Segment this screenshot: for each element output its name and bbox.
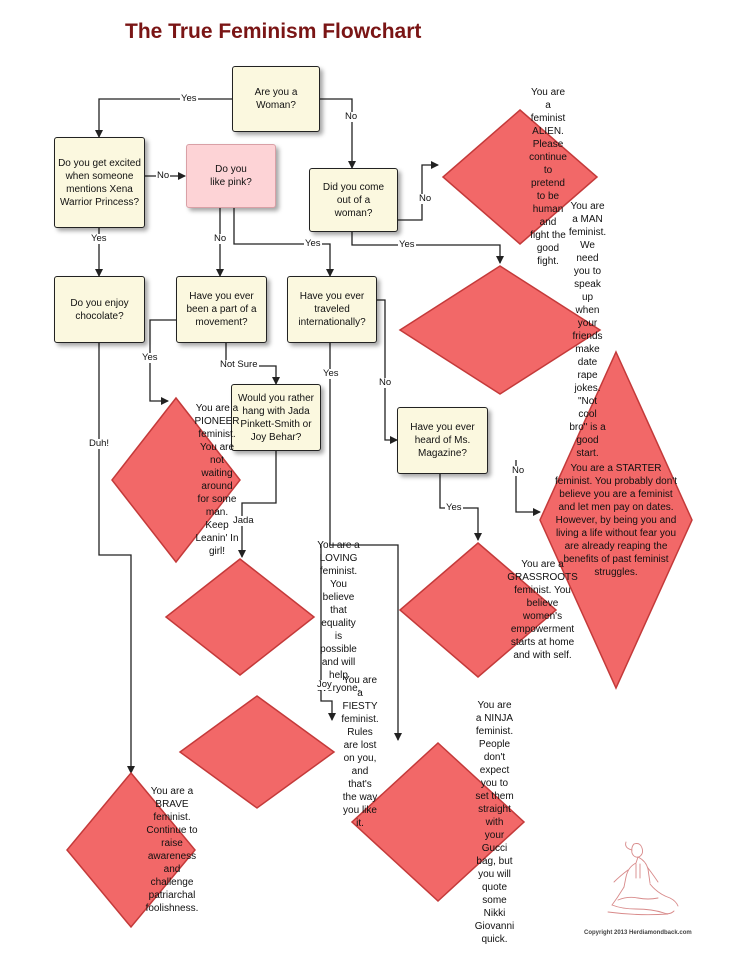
edge-label-pink-yes: Yes bbox=[304, 238, 322, 250]
diamond-brave bbox=[66, 771, 196, 929]
logo-illustration bbox=[598, 840, 690, 922]
copyright-notice: Copyright 2013 Herdiamondback.com bbox=[584, 930, 692, 936]
edge-label-movement-yes: Yes bbox=[141, 352, 159, 364]
edge-traveled-no bbox=[377, 299, 398, 444]
question-traveled: Have you ever traveled internationally? bbox=[287, 276, 377, 343]
diamond-loving bbox=[164, 558, 316, 676]
edge-label-woman-yes: Yes bbox=[180, 93, 198, 105]
result-grassroots-text: You are a GRASSROOTS feminist. You belie… bbox=[507, 559, 578, 661]
edge-label-xena-yes: Yes bbox=[90, 233, 108, 245]
question-chocolate: Do you enjoy chocolate? bbox=[54, 276, 145, 343]
question-pink: Do you like pink? bbox=[186, 144, 276, 208]
edge-label-hang-joy: Joy bbox=[316, 679, 333, 691]
result-loving: You are a LOVING feminist. You believe t… bbox=[166, 540, 511, 694]
result-man-text: You are a MAN feminist. We need you to s… bbox=[568, 201, 607, 459]
edge-label-ms-yes: Yes bbox=[445, 502, 463, 514]
edge-label-ms-no: No bbox=[511, 465, 526, 477]
edge-label-xena-no: No bbox=[156, 170, 171, 182]
edge-label-traveled-no: No bbox=[378, 377, 393, 389]
question-ms-magazine: Have you ever heard of Ms. Magazine? bbox=[397, 407, 488, 474]
edge-woman-no bbox=[320, 98, 356, 169]
edge-label-traveled-yes: Yes bbox=[322, 368, 340, 380]
result-loving-text: You are a LOVING feminist. You believe t… bbox=[316, 540, 361, 694]
edge-label-pink-no: No bbox=[213, 233, 228, 245]
diamond-alien bbox=[441, 109, 599, 245]
diamond-fiesty bbox=[178, 695, 336, 809]
result-ninja: You are a NINJA feminist. People don't e… bbox=[352, 700, 637, 945]
result-fiesty: You are a FIESTY feminist. Rules are los… bbox=[180, 675, 540, 829]
edge-woman-yes bbox=[95, 98, 232, 138]
diamond-starter bbox=[539, 350, 693, 690]
question-movement: Have you ever been a part of a movement? bbox=[176, 276, 267, 343]
edge-label-movement-notsure: Not Sure bbox=[219, 359, 259, 371]
edge-traveled-yes bbox=[329, 343, 402, 741]
edge-cameout-yes bbox=[351, 232, 504, 264]
result-ninja-text: You are a NINJA feminist. People don't e… bbox=[474, 699, 515, 945]
question-woman: Are you a Woman? bbox=[232, 66, 320, 132]
edge-label-hang-jada: Jada bbox=[232, 515, 255, 527]
edge-label-cameout-no: No bbox=[418, 193, 433, 205]
result-alien-text: You are a feminist ALIEN. Please continu… bbox=[529, 87, 567, 267]
result-pioneer: You are a PIONEER feminist. You are not … bbox=[112, 398, 322, 562]
result-brave: You are a BRAVE feminist. Continue to ra… bbox=[67, 773, 277, 927]
diamond-ninja bbox=[350, 741, 526, 903]
edge-pink-yes bbox=[233, 208, 334, 277]
edge-ms-no bbox=[515, 460, 541, 516]
edge-hang-joy bbox=[320, 545, 336, 721]
edge-label-chocolate-duh: Duh! bbox=[88, 438, 111, 450]
question-xena: Do you get excited when someone mentions… bbox=[54, 137, 145, 228]
result-fiesty-text: You are a FIESTY feminist. Rules are los… bbox=[341, 675, 379, 829]
result-pioneer-text: You are a PIONEER feminist. You are not … bbox=[194, 403, 240, 557]
result-starter-text: You are a STARTER feminist. You probably… bbox=[555, 462, 677, 578]
result-starter: You are a STARTER feminist. You probably… bbox=[540, 352, 692, 688]
result-brave-text: You are a BRAVE feminist. Continue to ra… bbox=[145, 786, 199, 914]
question-hang: Would you rather hang with Jada Pinkett-… bbox=[231, 384, 321, 451]
result-grassroots: You are a GRASSROOTS feminist. You belie… bbox=[400, 543, 685, 677]
page-title: The True Feminism Flowchart bbox=[125, 20, 422, 43]
edge-cameout-no bbox=[398, 161, 439, 221]
edge-hang-jada bbox=[238, 451, 277, 558]
edge-label-cameout-yes: Yes bbox=[398, 239, 416, 251]
question-came-out: Did you come out of a woman? bbox=[309, 168, 398, 232]
diamond-grassroots bbox=[398, 542, 558, 678]
result-alien: You are a feminist ALIEN. Please continu… bbox=[443, 87, 653, 267]
diamond-pioneer bbox=[111, 396, 241, 564]
result-man: You are a MAN feminist. We need you to s… bbox=[400, 201, 750, 459]
edge-label-woman-no: No bbox=[344, 111, 359, 123]
diamond-man bbox=[398, 265, 602, 395]
